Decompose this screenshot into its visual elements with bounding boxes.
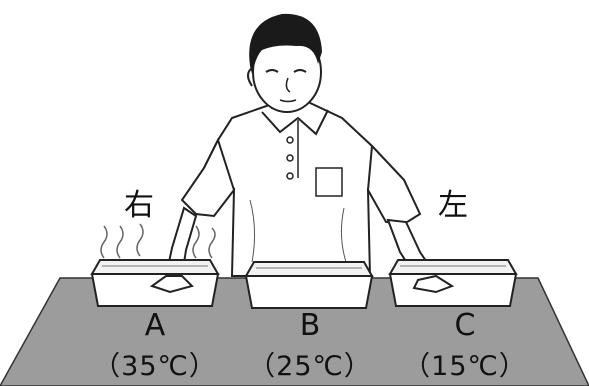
boy-eye [293, 69, 307, 73]
tray-b [244, 261, 374, 309]
left-sleeve [366, 143, 422, 226]
right-sleeve [180, 137, 236, 218]
shirt-collar [261, 109, 329, 136]
tray-b-temperature: （25℃） [248, 351, 372, 382]
shirt-button [286, 172, 294, 180]
boy-eye [265, 69, 279, 73]
shirt-button [286, 154, 294, 162]
shirt-pocket [315, 167, 343, 197]
tray-b-letter: B [299, 308, 321, 343]
tray-c-temperature: （15℃） [403, 351, 527, 382]
tray-c-letter: C [454, 308, 476, 343]
left-side-label: 左 [438, 188, 468, 223]
steam-lines [100, 223, 216, 259]
left-hand [412, 274, 455, 294]
right-hand [149, 275, 194, 294]
tray-a-letter: A [144, 308, 166, 343]
boy-hair [249, 13, 322, 74]
tray-c [388, 259, 518, 307]
shirt-button [286, 136, 294, 144]
boy-mouth [279, 99, 297, 103]
tray-a-temperature: （35℃） [93, 351, 217, 382]
right-side-label: 右 [124, 188, 154, 223]
